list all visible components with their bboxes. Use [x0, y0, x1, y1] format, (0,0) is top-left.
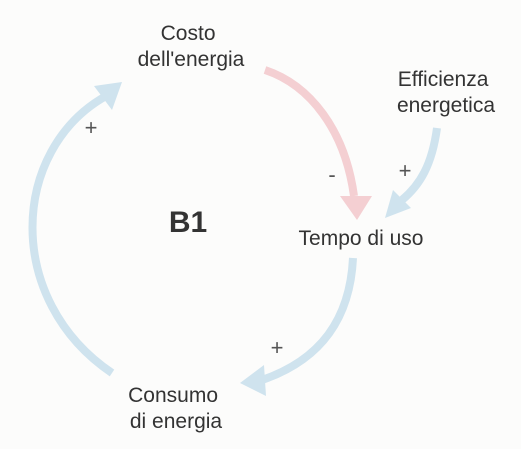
node-costo-dell-energia: Costo dell'energia [138, 22, 245, 71]
node-efficienza-energetica: Efficienza energetica [397, 68, 495, 117]
link-consumo-to-costo [28, 82, 122, 377]
node-efficienza-line-2: energetica [397, 94, 495, 117]
link-tempo-to-consumo-curve [260, 257, 357, 384]
link-efficienza-to-tempo-arrowhead [385, 190, 411, 218]
link-efficienza-to-tempo [385, 127, 441, 218]
link-consumo-to-costo-arrowhead [94, 82, 122, 110]
link-tempo-to-consumo [240, 257, 357, 396]
node-consumo-line-2: di energia [130, 410, 223, 433]
link-costo-to-tempo [263, 66, 372, 220]
node-consumo-di-energia: Consumo di energia [128, 384, 224, 433]
node-tempo-di-uso: Tempo di uso [299, 227, 424, 250]
link-consumo-to-costo-curve [28, 92, 115, 377]
link-costo-to-tempo-curve [263, 66, 358, 197]
node-costo-line-1: Costo [161, 22, 216, 45]
sign-costo-to-tempo: - [328, 162, 335, 187]
sign-tempo-to-consumo: + [271, 335, 284, 360]
link-costo-to-tempo-arrowhead [340, 196, 372, 220]
loop-id-b1: B1 [169, 206, 207, 239]
node-costo-line-2: dell'energia [138, 48, 245, 71]
link-efficienza-to-tempo-curve [399, 127, 441, 204]
sign-consumo-to-costo: + [85, 115, 98, 140]
link-tempo-to-consumo-arrowhead [240, 365, 266, 396]
node-efficienza-line-1: Efficienza [398, 68, 489, 91]
sign-efficienza-to-tempo: + [399, 158, 412, 183]
node-consumo-line-1: Consumo [128, 384, 218, 407]
